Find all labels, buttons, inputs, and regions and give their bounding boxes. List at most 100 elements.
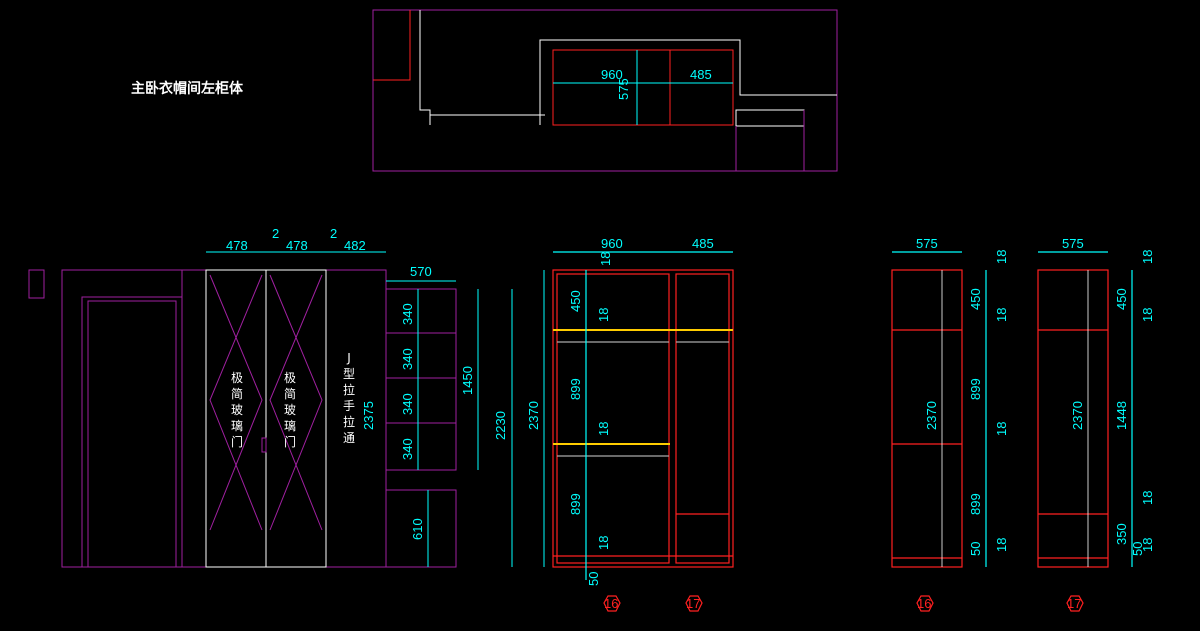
side17-dim-18-c: 18 <box>1140 491 1155 505</box>
glass-door-1-char: 璃 <box>230 419 243 433</box>
handle-note-char: 拉 <box>342 415 355 429</box>
plan-wall-inner <box>419 10 431 125</box>
plan-wall-left <box>373 10 411 81</box>
glass-door-1-char: 极 <box>230 371 243 385</box>
side17-dim-350: 350 <box>1114 523 1129 545</box>
side16-dim-450: 450 <box>968 288 983 310</box>
door-handle <box>261 437 267 453</box>
dim-gap-a: 2 <box>272 226 279 241</box>
side17-dim-18-d: 18 <box>1140 538 1155 552</box>
front-dim-899-b: 899 <box>568 493 583 515</box>
plan-frame <box>372 9 838 172</box>
side-tag-16-hex <box>916 595 934 612</box>
handle-note-char: 型 <box>342 367 355 381</box>
front-dim-18-c: 18 <box>596 422 611 436</box>
dim-2375: 2375 <box>361 401 376 430</box>
front-view: 960 485 18 450 18 899 18 899 18 50 16 17 <box>552 236 734 612</box>
handle-note-char: J <box>347 351 351 365</box>
side16-dim-575: 575 <box>916 236 938 251</box>
side-tag-17-hex <box>1066 595 1084 612</box>
front-dim-50: 50 <box>586 572 601 586</box>
glass-door-2-label: 极 简 玻 璃 门 <box>282 370 298 450</box>
light-switch <box>28 269 45 299</box>
entry-door <box>81 296 183 568</box>
handle-note-char: 手 <box>342 399 355 413</box>
door2-diag-a <box>269 274 323 531</box>
dim-478-a: 478 <box>226 238 248 253</box>
plan-cabinet <box>552 49 734 126</box>
handle-note-label: J 型 拉 手 拉 通 <box>341 350 357 446</box>
front-dim-485: 485 <box>692 236 714 251</box>
plan-side-block <box>735 109 805 127</box>
plan-recess <box>539 39 837 125</box>
side16-dim-18-c: 18 <box>994 422 1009 436</box>
dim-340-1: 340 <box>400 303 415 325</box>
entry-door-inner <box>87 300 177 568</box>
front-tag-17-hex <box>685 595 703 612</box>
glass-door-1-label: 极 简 玻 璃 门 <box>229 370 245 450</box>
dim-610: 610 <box>410 518 425 540</box>
dim-gap-b: 2 <box>330 226 337 241</box>
front-tag-16: 16 <box>604 596 618 611</box>
glass-door-1-char: 门 <box>230 435 243 449</box>
front-left-bay <box>556 273 670 564</box>
glass-door-2-char: 玻 <box>283 403 296 417</box>
side17-dim-50: 50 <box>1130 542 1145 556</box>
plan-dim-485: 485 <box>690 67 712 82</box>
side17-dim-2370: 2370 <box>1070 401 1085 430</box>
dim-1450: 1450 <box>460 366 475 395</box>
glass-door-2-char: 极 <box>283 371 296 385</box>
glass-door-2-char: 门 <box>283 435 296 449</box>
front-dim-18-a: 18 <box>598 252 613 266</box>
dim-2230: 2230 <box>493 411 508 440</box>
glass-door-1-char: 简 <box>230 387 243 401</box>
side17-dim-18-a: 18 <box>1140 250 1155 264</box>
side16-dim-18-b: 18 <box>994 308 1009 322</box>
door1-diag-a <box>209 274 263 531</box>
side16-dim-50: 50 <box>968 542 983 556</box>
dim-482: 482 <box>344 238 366 253</box>
front-right-bay <box>675 273 730 564</box>
side16-dim-899-a: 899 <box>968 378 983 400</box>
shelf-unit-lower <box>385 489 457 568</box>
elevation-frame <box>61 269 387 568</box>
side17-dim-1448: 1448 <box>1114 401 1129 430</box>
door1-diag-b <box>209 274 263 531</box>
front-cabinet <box>552 269 734 568</box>
side17-dim-575: 575 <box>1062 236 1084 251</box>
glass-door-2-char: 简 <box>283 387 296 401</box>
shelf-unit-upper <box>385 288 457 471</box>
dim-340-2: 340 <box>400 348 415 370</box>
dim-340-3: 340 <box>400 393 415 415</box>
side-view-16: 575 2370 18 450 18 899 18 899 18 50 16 <box>891 236 1009 612</box>
front-dim-960: 960 <box>601 236 623 251</box>
side16-cabinet <box>891 269 963 568</box>
glass-door-2-char: 璃 <box>283 419 296 433</box>
dim-340-4: 340 <box>400 438 415 460</box>
front-dim-18-b: 18 <box>596 308 611 322</box>
front-dim-899-a: 899 <box>568 378 583 400</box>
plan-dim-960: 960 <box>601 67 623 82</box>
plan-view: 960 485 575 <box>372 9 838 172</box>
side16-dim-2370: 2370 <box>924 401 939 430</box>
side17-dim-450: 450 <box>1114 288 1129 310</box>
side16-dim-18-d: 18 <box>994 538 1009 552</box>
door2-diag-b <box>269 274 323 531</box>
side17-cabinet <box>1037 269 1109 568</box>
side17-dim-18-b: 18 <box>1140 308 1155 322</box>
dim-2370: 2370 <box>526 401 541 430</box>
front-dim-18-d: 18 <box>596 536 611 550</box>
elevation-view: 478 2 478 2 482 2375 570 340 340 340 340… <box>28 226 545 568</box>
side16-dim-899-b: 899 <box>968 493 983 515</box>
drawing-title: 主卧衣帽间左柜体 <box>131 81 243 97</box>
side-view-17: 575 2370 18 450 18 1448 18 350 18 50 17 <box>1037 236 1155 612</box>
dim-570: 570 <box>410 264 432 279</box>
handle-note-char: 拉 <box>342 383 355 397</box>
handle-note-char: 通 <box>342 431 355 445</box>
front-tag-17: 17 <box>686 596 700 611</box>
front-dim-450: 450 <box>568 290 583 312</box>
glass-door-1-char: 玻 <box>230 403 243 417</box>
side-tag-16: 16 <box>917 596 931 611</box>
front-tag-16-hex <box>603 595 621 612</box>
